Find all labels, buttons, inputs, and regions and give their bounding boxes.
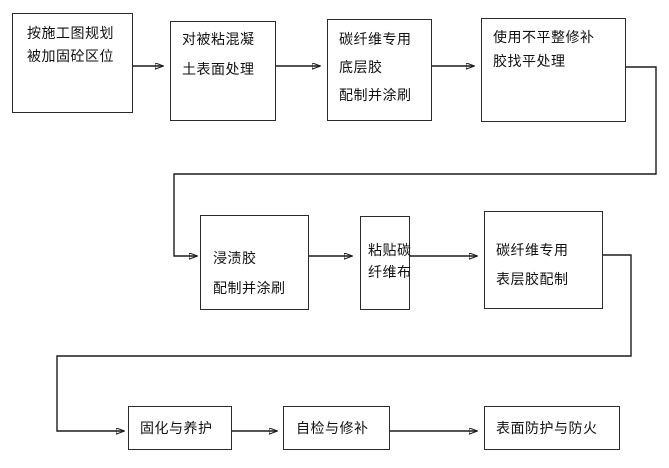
node-text-line: 浸渍胶	[213, 250, 257, 266]
process-node-self-inspection[interactable]: 自检与修补	[283, 406, 390, 450]
node-text-line: 底层胶	[339, 59, 383, 75]
process-node-primer-mix[interactable]: 碳纤维专用 底层胶 配制并涂刷	[327, 19, 432, 121]
node-text-line: 表面防护与防火	[496, 420, 598, 436]
process-node-topcoat-mix[interactable]: 碳纤维专用 表层胶配制	[484, 211, 603, 309]
node-text-line: 胶找平处理	[493, 53, 566, 69]
process-node-curing[interactable]: 固化与养护	[128, 406, 232, 450]
node-text-line: 表层胶配制	[496, 271, 569, 287]
node-text-line: 对被粘混凝	[182, 31, 255, 47]
node-text-line: 使用不平整修补	[493, 29, 595, 45]
process-node-surface-treatment[interactable]: 对被粘混凝 土表面处理	[170, 21, 276, 121]
node-text-line: 配制并涂刷	[339, 87, 412, 103]
node-text-line: 被加固砼区位	[27, 48, 114, 64]
node-text-line: 纤维布	[368, 264, 412, 280]
node-text-line: 粘贴碳	[368, 242, 412, 258]
node-text-line: 土表面处理	[182, 61, 255, 77]
node-text-line: 自检与修补	[296, 420, 369, 436]
node-text-line: 碳纤维专用	[339, 31, 412, 47]
process-node-bond-cfrp-sheet[interactable]: 粘贴碳 纤维布	[360, 216, 412, 310]
process-node-surface-protection-fireproofing[interactable]: 表面防护与防火	[484, 406, 620, 450]
node-text-line: 固化与养护	[140, 420, 213, 436]
process-node-leveling-putty[interactable]: 使用不平整修补 胶找平处理	[481, 18, 626, 122]
node-text-line: 配制并涂刷	[213, 280, 286, 296]
process-node-impregnation-resin[interactable]: 浸渍胶 配制并涂刷	[200, 215, 309, 310]
process-node-plan-area[interactable]: 按施工图规划 被加固砼区位	[12, 13, 133, 113]
node-text-line: 碳纤维专用	[496, 242, 569, 258]
node-text-line: 按施工图规划	[27, 25, 114, 41]
